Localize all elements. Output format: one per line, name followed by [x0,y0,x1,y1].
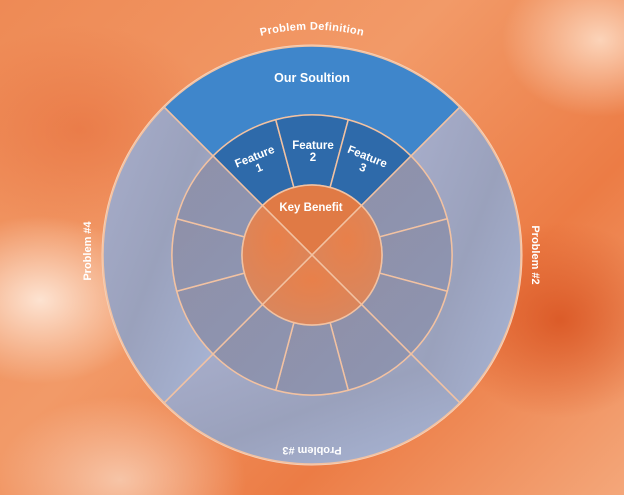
key-benefit-segment [261,184,363,257]
problem-2-label: Problem #2 [529,225,541,284]
center-quarter-left [241,204,314,306]
svg-text:Feature: Feature [292,140,334,152]
problem-3-label: Problem #3 [282,444,341,456]
middle-ring [171,114,453,396]
svg-text:2: 2 [310,152,316,164]
feature-2-label: Feature 2 [292,140,334,164]
svg-text:1: 1 [254,161,265,175]
problem-4-label: Problem #4 [82,220,94,280]
center-quarter-right [310,204,383,306]
problem-definition-label: Problem Definition [259,21,365,39]
outer-ring [102,45,522,465]
svg-text:3: 3 [357,162,367,176]
key-benefit-label: Key Benefit [279,202,342,214]
solution-label: Our Soultion [274,71,350,85]
center-quarter-bottom [261,253,363,326]
center-circle [241,184,383,326]
